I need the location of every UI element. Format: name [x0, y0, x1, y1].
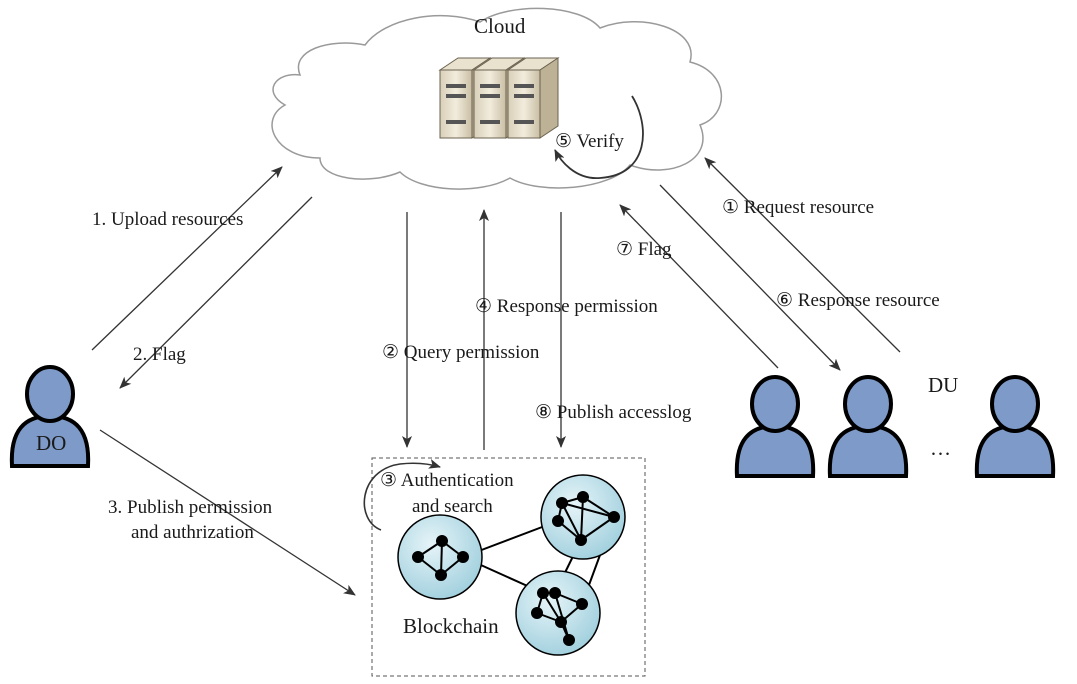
response-resource-arrow	[659, 184, 841, 371]
du-user-icon-3	[974, 375, 1056, 478]
flag-do-arrow	[119, 196, 313, 389]
du-user-icon-2	[827, 375, 909, 478]
cluster-node-left	[397, 514, 483, 600]
auth-loop-arrow	[363, 459, 441, 531]
request-label: ① Request resource	[722, 197, 874, 218]
graph-bottom	[531, 587, 588, 646]
verify-loop-arrow	[554, 95, 644, 179]
publish-label-1: 3. Publish permission	[108, 497, 273, 518]
response-permission-label: ④ Response permission	[475, 296, 658, 317]
request-arrow	[704, 157, 901, 353]
cloud-title: Cloud	[474, 14, 526, 38]
upload-arrow	[91, 166, 283, 351]
flag-do-label: 2. Flag	[133, 344, 186, 365]
do-label: DO	[36, 431, 66, 455]
cluster-node-bottom	[515, 570, 601, 656]
server-icon	[438, 57, 560, 139]
query-label: ② Query permission	[382, 342, 540, 363]
publish-log-label: ⑧ Publish accesslog	[535, 402, 692, 423]
du-label: DU	[928, 373, 958, 397]
response-resource-label: ⑥ Response resource	[776, 290, 940, 311]
flag-du-arrow	[619, 204, 779, 369]
upload-label: 1. Upload resources	[92, 209, 243, 230]
graph-left	[412, 535, 469, 581]
du-user-icon-1	[734, 375, 816, 478]
auth-label-2: and search	[412, 496, 493, 517]
publish-permission-arrow	[99, 429, 356, 596]
verify-label: ⑤ Verify	[555, 131, 624, 152]
flag-du-label: ⑦ Flag	[616, 239, 672, 260]
graph-topright	[552, 491, 620, 546]
blockchain-label: Blockchain	[403, 614, 499, 638]
blockchain-box: ③ Authentication and search	[363, 457, 646, 677]
du-ellipsis: …	[930, 436, 951, 460]
auth-label-1: ③ Authentication	[380, 470, 514, 491]
publish-label-2: and authrization	[131, 522, 254, 543]
